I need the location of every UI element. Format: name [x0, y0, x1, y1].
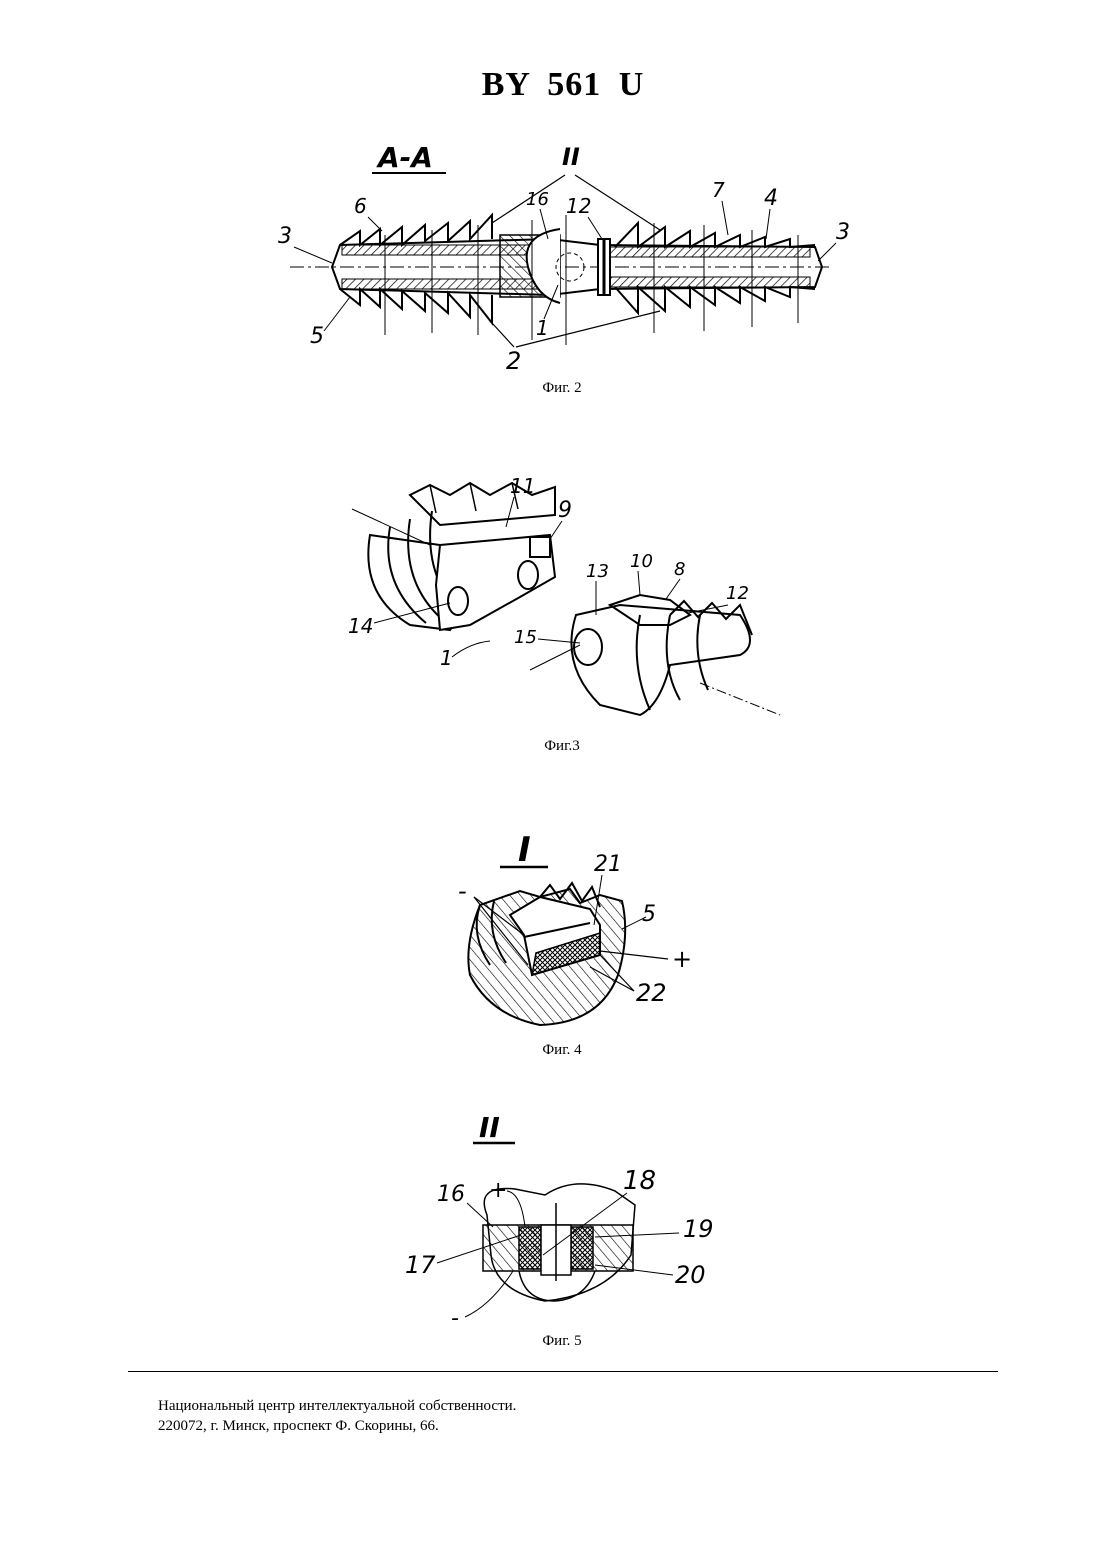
figure-3-caption: Фиг.3: [462, 738, 662, 755]
callout-minus: -: [458, 877, 467, 905]
callout-22: 22: [636, 979, 667, 1007]
detail-label-ii: II: [479, 1111, 500, 1144]
callout-12: 12: [566, 194, 591, 218]
callout-10: 10: [630, 551, 653, 572]
callout-8: 8: [674, 559, 685, 580]
callout-minus: -: [451, 1306, 459, 1331]
callout-5: 5: [642, 902, 656, 927]
figure-2-drawing: A-A II: [270, 135, 870, 375]
callout-13: 13: [586, 561, 609, 582]
callout-16: 16: [437, 1182, 465, 1207]
callout-2: 2: [506, 347, 521, 375]
figure-5-drawing: II 16 + 18 19 17 20 -: [395, 1105, 735, 1330]
callout-plus: +: [672, 945, 692, 973]
figure-4-drawing: I 21 5 + - 22: [440, 825, 700, 1035]
callout-17: 17: [405, 1251, 436, 1279]
callout-5: 5: [310, 324, 324, 349]
figure-3-drawing: 11 9 14 1 15 13 10 8 12: [340, 465, 790, 725]
detail-label-i: I: [518, 830, 531, 870]
callout-11: 11: [510, 474, 535, 498]
callout-16: 16: [526, 189, 549, 210]
callout-18: 18: [623, 1166, 656, 1196]
figure-2-caption: Фиг. 2: [462, 380, 662, 397]
callout-7: 7: [712, 178, 725, 202]
document-title: BY 561 U: [0, 66, 1100, 104]
figure-5-caption: Фиг. 5: [462, 1333, 662, 1350]
callout-4: 4: [764, 186, 778, 211]
detail-label-ii: II: [562, 143, 580, 171]
callout-21: 21: [594, 852, 622, 877]
section-label-a-a: A-A: [376, 141, 433, 174]
callout-1: 1: [440, 646, 453, 670]
footer-divider: [128, 1371, 998, 1372]
callout-3-right: 3: [836, 220, 850, 245]
footer-organization: Национальный центр интеллектуальной собс…: [158, 1396, 516, 1416]
footer-address: 220072, г. Минск, проспект Ф. Скорины, 6…: [158, 1416, 516, 1436]
figure-4-caption: Фиг. 4: [462, 1042, 662, 1059]
callout-plus: +: [489, 1178, 507, 1203]
callout-1: 1: [536, 316, 549, 340]
callout-14: 14: [348, 614, 373, 638]
footer: Национальный центр интеллектуальной собс…: [158, 1396, 516, 1436]
callout-20: 20: [675, 1261, 706, 1289]
callout-6: 6: [354, 194, 367, 218]
callout-9: 9: [558, 498, 572, 523]
callout-3-left: 3: [278, 224, 292, 249]
callout-12: 12: [726, 583, 749, 604]
callout-19: 19: [683, 1215, 714, 1243]
callout-15: 15: [514, 627, 537, 648]
